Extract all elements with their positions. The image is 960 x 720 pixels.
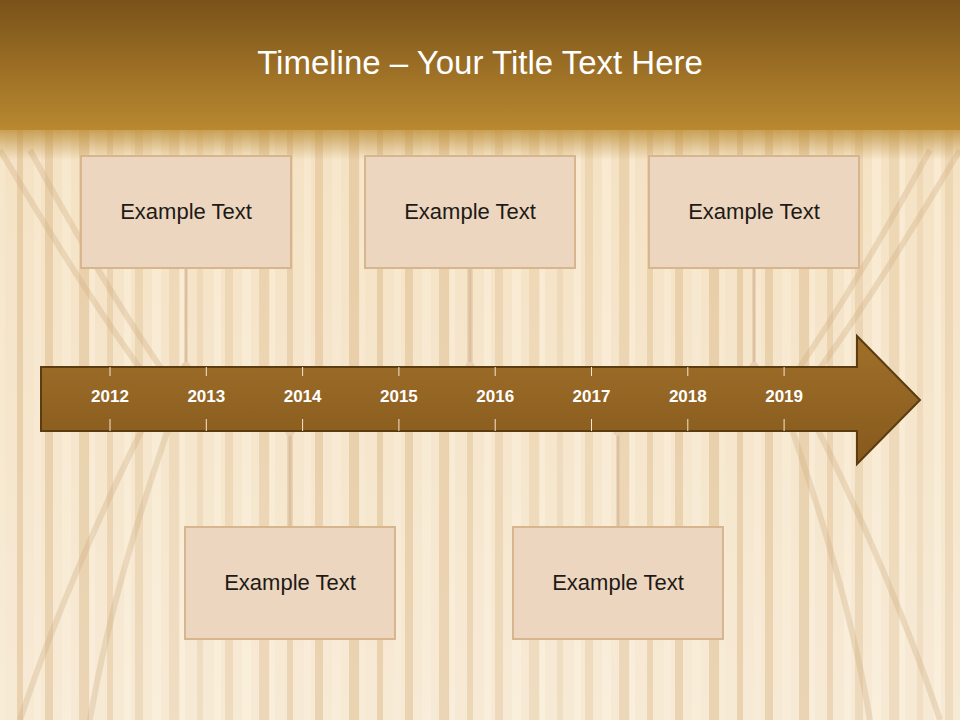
text-box: Example Text	[364, 155, 576, 269]
year-label: 2017	[573, 387, 611, 407]
box-text: Example Text	[120, 199, 252, 225]
year-label: 2015	[380, 387, 418, 407]
leader-line	[617, 431, 620, 526]
year-label: 2019	[765, 387, 803, 407]
leader-line	[185, 269, 188, 367]
year-label: 2018	[669, 387, 707, 407]
timeline-arrow: 2012 2013 2014 2015 2016 2017 2018 2019	[40, 335, 922, 465]
year-label: 2012	[91, 387, 129, 407]
slide-title: Timeline – Your Title Text Here	[0, 44, 960, 82]
leader-line	[289, 431, 292, 526]
box-text: Example Text	[688, 199, 820, 225]
text-box: Example Text	[512, 526, 724, 640]
text-box: Example Text	[648, 155, 860, 269]
year-label: 2014	[284, 387, 322, 407]
text-box: Example Text	[80, 155, 292, 269]
pale-overlay	[0, 130, 960, 720]
text-box: Example Text	[184, 526, 396, 640]
box-text: Example Text	[224, 570, 356, 596]
box-text: Example Text	[552, 570, 684, 596]
year-label: 2016	[476, 387, 514, 407]
title-band	[0, 0, 960, 130]
year-label: 2013	[187, 387, 225, 407]
leader-line	[469, 269, 472, 367]
box-text: Example Text	[404, 199, 536, 225]
leader-line	[753, 269, 756, 367]
arrow-body	[41, 336, 920, 464]
